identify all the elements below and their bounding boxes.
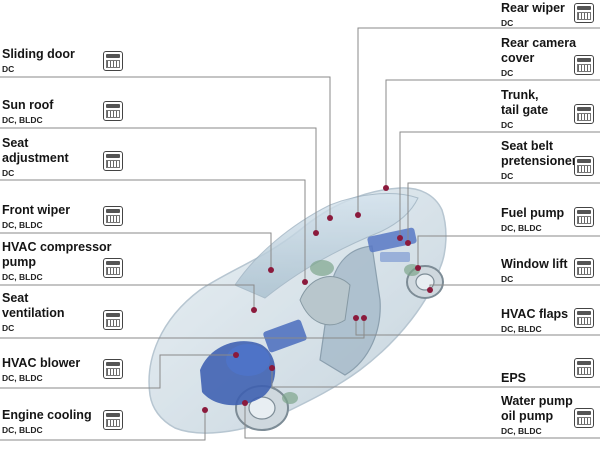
label-tech: DC [501, 17, 514, 28]
label-name: Sun roof [2, 98, 54, 112]
label-water-pump-oil-pump: Water pump oil pump DC, BLDC [501, 394, 573, 436]
power-ic-chip-icon [103, 258, 123, 278]
label-name: Sliding door [2, 47, 75, 61]
label-eps: EPS [501, 371, 526, 388]
label-name: Fuel pump [501, 206, 565, 220]
label-name: Water pump oil pump [501, 394, 573, 423]
label-seat-ventilation: Seat ventilation DC [2, 291, 65, 333]
label-trunk-tail-gate: Trunk, tail gate DC [501, 88, 548, 130]
label-engine-cooling: Engine cooling DC, BLDC [2, 408, 92, 435]
power-ic-chip-icon [574, 3, 594, 23]
power-ic-chip-icon [574, 55, 594, 75]
power-ic-chip-icon [103, 151, 123, 171]
power-ic-chip-icon [103, 410, 123, 430]
label-tech: DC, BLDC [2, 424, 43, 435]
label-name: Seat ventilation [2, 291, 65, 320]
power-ic-chip-icon [574, 308, 594, 328]
fuel-tank [367, 227, 417, 253]
label-tech: DC, BLDC [2, 114, 43, 125]
label-tech: DC [2, 322, 15, 333]
label-front-wiper: Front wiper DC, BLDC [2, 203, 70, 230]
label-hvac-compressor-pump: HVAC compressor pump DC, BLDC [2, 240, 112, 282]
label-name: Rear camera cover [501, 36, 577, 65]
power-ic-chip-icon [103, 206, 123, 226]
label-hvac-blower: HVAC blower DC, BLDC [2, 356, 80, 383]
label-tech: DC, BLDC [501, 425, 542, 436]
label-rear-wiper: Rear wiper DC [501, 1, 565, 28]
label-tech: DC [501, 273, 514, 284]
label-name: Window lift [501, 257, 568, 271]
label-fuel-pump: Fuel pump DC, BLDC [501, 206, 564, 233]
label-name: Engine cooling [2, 408, 92, 422]
label-seat-belt-pretensioner: Seat belt pretensioner DC [501, 139, 577, 181]
label-tech: DC [501, 119, 514, 130]
leader-lines [0, 27, 600, 441]
connection-markers [202, 185, 433, 413]
label-name: Rear wiper [501, 1, 565, 15]
label-tech: DC, BLDC [2, 372, 43, 383]
label-tech: DC, BLDC [501, 222, 542, 233]
label-tech: DC, BLDC [501, 323, 542, 334]
label-name: HVAC blower [2, 356, 81, 370]
label-sliding-door: Sliding door DC [2, 47, 75, 74]
power-ic-chip-icon [103, 101, 123, 121]
power-ic-chip-icon [574, 258, 594, 278]
power-ic-chip-icon [574, 104, 594, 124]
label-tech: DC [501, 67, 514, 78]
label-rear-camera-cover: Rear camera cover DC [501, 36, 576, 78]
label-tech: DC, BLDC [2, 271, 43, 282]
label-name: Front wiper [2, 203, 71, 217]
label-tech: DC [2, 63, 15, 74]
power-ic-chip-icon [103, 310, 123, 330]
label-name: HVAC compressor pump [2, 240, 112, 269]
power-ic-chip-icon [574, 156, 594, 176]
car-glass [234, 193, 419, 299]
label-sun-roof: Sun roof DC, BLDC [2, 98, 53, 125]
power-ic-chip-icon [103, 359, 123, 379]
label-seat-adjustment: Seat adjustment DC [2, 136, 69, 178]
power-ic-chip-icon [574, 207, 594, 227]
label-tech: DC [501, 170, 514, 181]
label-name: Trunk, tail gate [501, 88, 549, 117]
power-ic-chip-icon [574, 408, 594, 428]
label-name: Seat adjustment [2, 136, 69, 165]
label-name: EPS [501, 371, 527, 385]
power-ic-chip-icon [103, 51, 123, 71]
label-hvac-flaps: HVAC flaps DC, BLDC [501, 307, 568, 334]
label-name: Seat belt pretensioner [501, 139, 577, 168]
label-tech: DC [2, 167, 15, 178]
label-name: HVAC flaps [501, 307, 569, 321]
label-tech: DC, BLDC [2, 219, 43, 230]
power-ic-chip-icon [574, 358, 594, 378]
label-window-lift: Window lift DC [501, 257, 568, 284]
seats [299, 276, 351, 326]
